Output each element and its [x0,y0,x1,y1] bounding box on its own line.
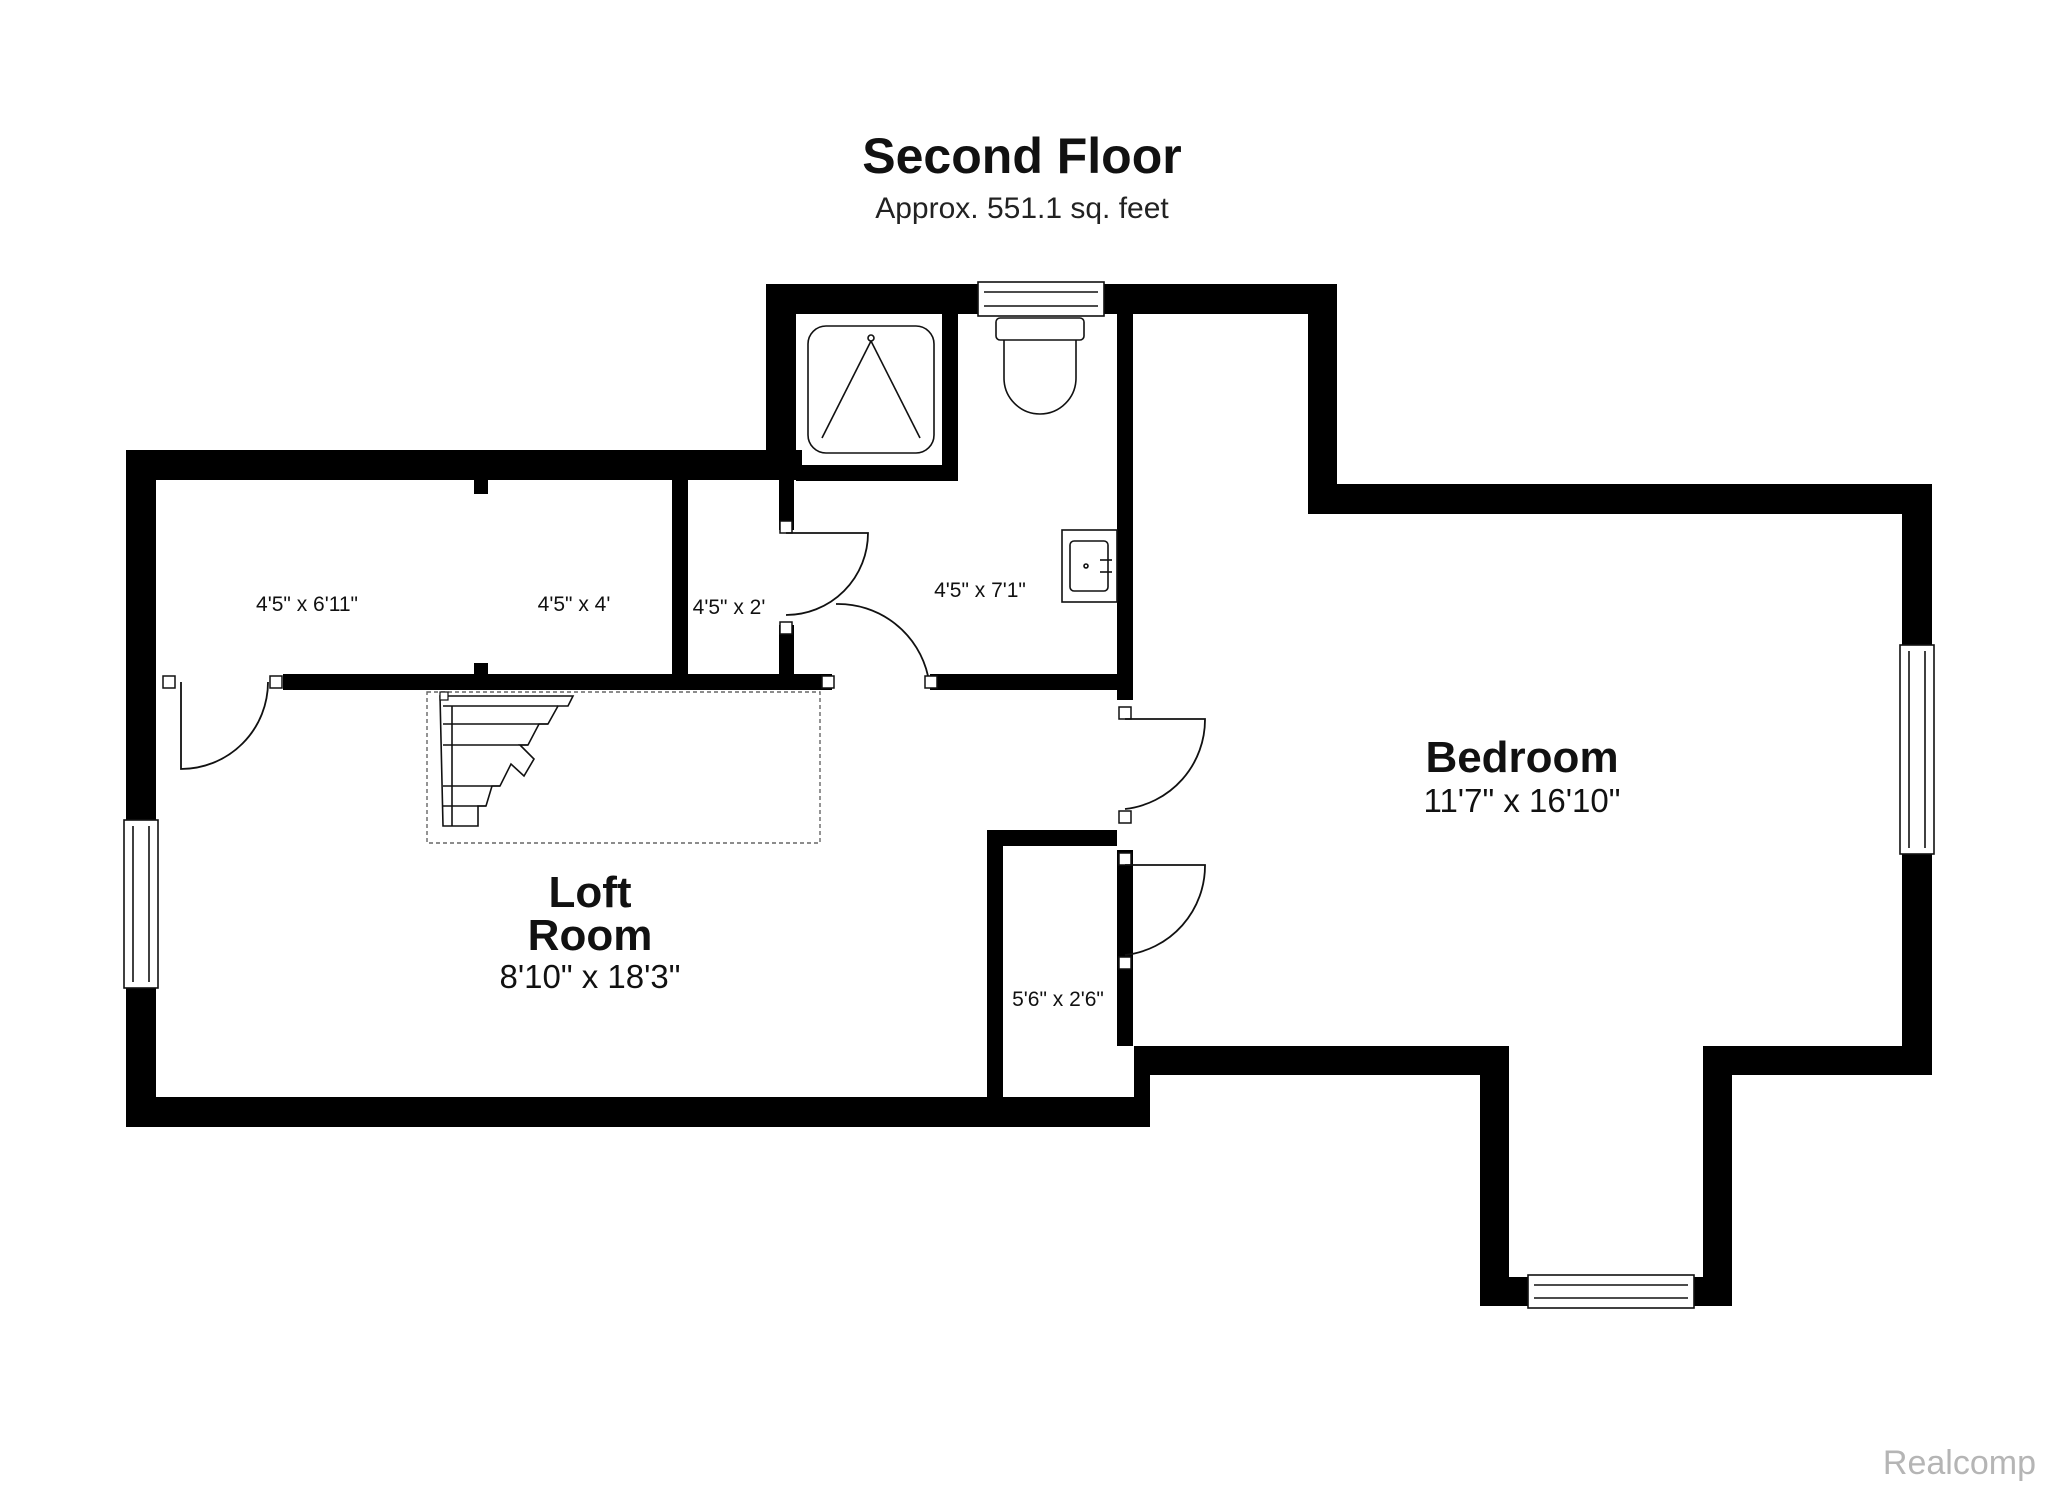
closet-left-dims: 4'5" x 6'11" [256,593,358,616]
wall-south-jog [1134,1046,1150,1127]
partition-bath-door-stub-top [779,480,794,530]
watermark-text: Realcomp [1883,1444,2036,1482]
toilet-icon [995,317,1085,415]
wall-bay-south-right [1692,1277,1732,1306]
wall-bedroom-notch [1308,284,1337,514]
partition-shower-east [942,314,958,481]
partition-bedroom-west-lower [1117,850,1133,1046]
floor-title: Second Floor [862,128,1181,184]
door-swing-bath-hall [835,603,929,677]
partition-shower-south [796,465,958,481]
stub-bottom [474,663,488,677]
walls [126,284,1932,1306]
door-swing-bath [785,532,869,616]
shower-icon [807,325,935,454]
partition-closet-west [987,830,1003,1098]
wall-south-left [126,1097,1150,1127]
partitions [283,314,1133,1098]
stub-top [474,480,488,494]
door-swing-closet-left [180,681,269,770]
wall-bedroom-east-lower [1902,852,1932,1075]
sink-icon [1061,529,1118,603]
wall-north-left [126,450,802,480]
partition-bath-door-stub-bottom [779,625,794,690]
loft-name-line2: Room [528,911,653,960]
partition-loft-north [283,674,832,690]
closet-middle-dims: 4'5" x 4' [538,593,611,616]
bedroom-dims: 11'7" x 16'10" [1424,782,1621,819]
wall-bedroom-north [1308,484,1932,514]
partition-bedroom-west-upper [1117,314,1133,700]
loft-dims: 8'10" x 18'3" [500,958,681,995]
loft-name-line1: Loft [548,868,631,917]
window-east [1899,644,1935,855]
door-swing-bedroom [1124,718,1206,810]
window-west [123,819,159,989]
windows [123,281,1935,1309]
wall-bay-east [1703,1046,1732,1306]
floor-area: Approx. 551.1 sq. feet [875,192,1169,225]
stairs-icon [426,691,821,844]
partition-hall-north [930,674,1117,690]
window-bath-north [977,281,1105,317]
partition-closets-a [672,480,688,680]
closet-bedroom-dims: 5'6" x 2'6" [1012,988,1104,1011]
wall-bath-north-left [766,284,980,314]
doors [180,532,1206,956]
window-bay-south [1527,1274,1695,1309]
bathroom-dims: 4'5" x 7'1" [934,579,1026,602]
closet-small-dims: 4'5" x 2' [693,596,766,619]
wall-west [126,450,156,1126]
wall-bedroom-south [1134,1046,1509,1075]
wall-bedroom-east-upper [1902,484,1932,647]
wall-bath-west [766,284,796,480]
wall-bay-west [1480,1046,1509,1306]
partition-closet-north [987,830,1117,846]
wall-bath-north-right [1102,284,1337,314]
door-swing-bedroom-closet [1124,864,1206,956]
bedroom-name: Bedroom [1425,733,1618,782]
wall-bay-east-top [1703,1046,1932,1075]
